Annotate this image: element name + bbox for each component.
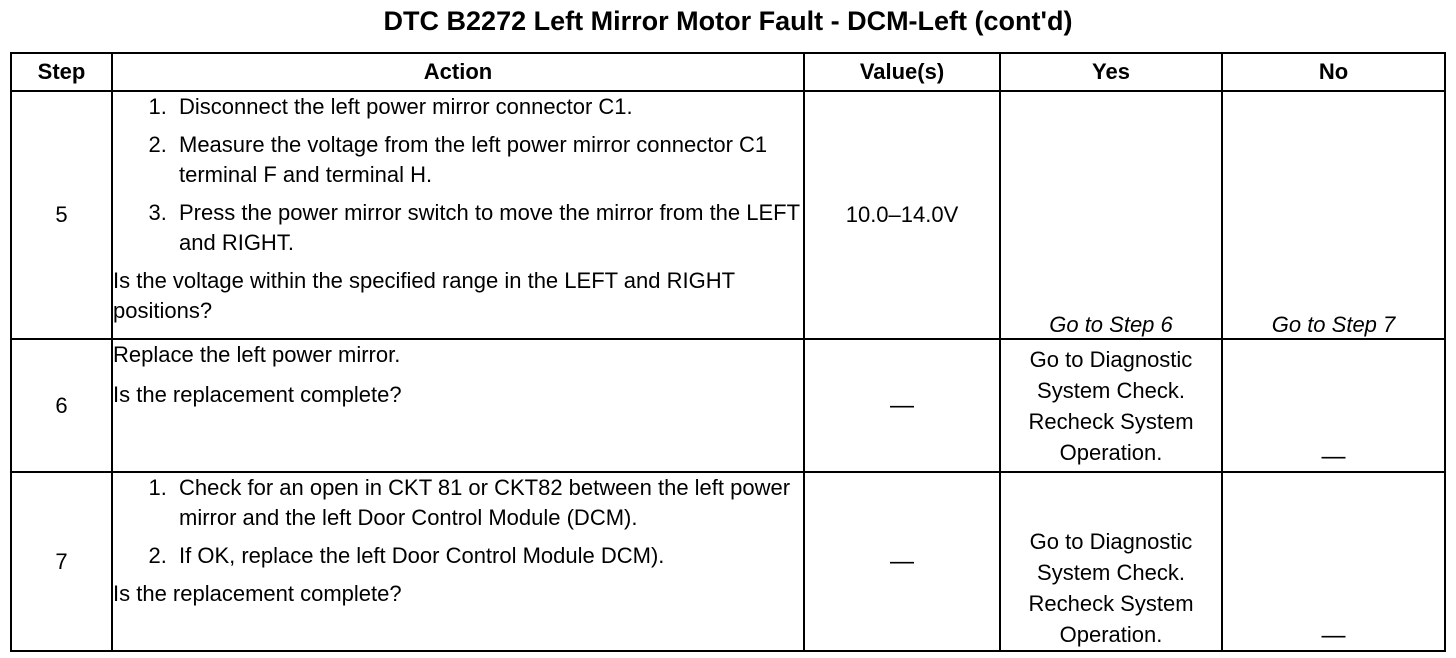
action-steps: Disconnect the left power mirror connect… — [113, 92, 803, 258]
yes-outcome-line: System Check. — [1037, 560, 1185, 585]
action-steps: Check for an open in CKT 81 or CKT82 bet… — [113, 473, 803, 571]
table-row: 5 Disconnect the left power mirror conne… — [10, 90, 1446, 340]
action-question: Is the voltage within the specified rang… — [113, 268, 735, 323]
yes-outcome-line: System Check. — [1037, 377, 1185, 403]
page-title: DTC B2272 Left Mirror Motor Fault - DCM-… — [383, 6, 1073, 36]
yes-outcome-line: Recheck System — [1028, 408, 1194, 434]
step-number: 7 — [10, 471, 113, 652]
action-statement: Replace the left power mirror. — [113, 342, 401, 367]
value-cell: — — [803, 338, 1001, 473]
table-row: 6 Replace the left power mirror. Is the … — [10, 338, 1446, 473]
diagnostic-table: Step Action Value(s) Yes No 5 Disconnect… — [10, 52, 1446, 652]
value-cell: — — [803, 471, 1001, 652]
action-question: Is the replacement complete? — [113, 581, 402, 606]
action-step: If OK, replace the left Door Control Mod… — [173, 541, 803, 571]
column-header-values: Value(s) — [803, 52, 1001, 92]
no-outcome: — — [1221, 471, 1446, 652]
action-cell: Disconnect the left power mirror connect… — [111, 90, 805, 340]
yes-outcome-line: Operation. — [1059, 622, 1163, 647]
step-number: 5 — [10, 90, 113, 340]
column-header-yes: Yes — [999, 52, 1223, 92]
yes-outcome-line: Go to Diagnostic — [1029, 529, 1193, 554]
table-header-row: Step Action Value(s) Yes No — [10, 52, 1446, 92]
yes-outcome-line: Operation. — [1059, 439, 1163, 465]
yes-outcome-line: Go to Diagnostic — [1029, 346, 1193, 372]
action-cell: Replace the left power mirror. Is the re… — [111, 338, 805, 473]
table-row: 7 Check for an open in CKT 81 or CKT82 b… — [10, 471, 1446, 652]
column-header-action: Action — [111, 52, 805, 92]
yes-outcome-line: Recheck System — [1028, 591, 1194, 616]
action-question: Is the replacement complete? — [113, 382, 402, 407]
action-step: Check for an open in CKT 81 or CKT82 bet… — [173, 473, 803, 533]
action-step: Measure the voltage from the left power … — [173, 130, 803, 190]
yes-outcome: Go to Diagnostic System Check. Recheck S… — [999, 471, 1223, 652]
action-cell: Check for an open in CKT 81 or CKT82 bet… — [111, 471, 805, 652]
value-cell: 10.0–14.0V — [803, 90, 1001, 340]
step-number: 6 — [10, 338, 113, 473]
yes-outcome: Go to Step 6 — [999, 90, 1223, 340]
action-step: Press the power mirror switch to move th… — [173, 198, 803, 258]
no-outcome: Go to Step 7 — [1221, 90, 1446, 340]
column-header-no: No — [1221, 52, 1446, 92]
column-header-step: Step — [10, 52, 113, 92]
yes-outcome: Go to Diagnostic System Check. Recheck S… — [999, 338, 1223, 473]
no-outcome: — — [1221, 338, 1446, 473]
action-step: Disconnect the left power mirror connect… — [173, 92, 803, 122]
